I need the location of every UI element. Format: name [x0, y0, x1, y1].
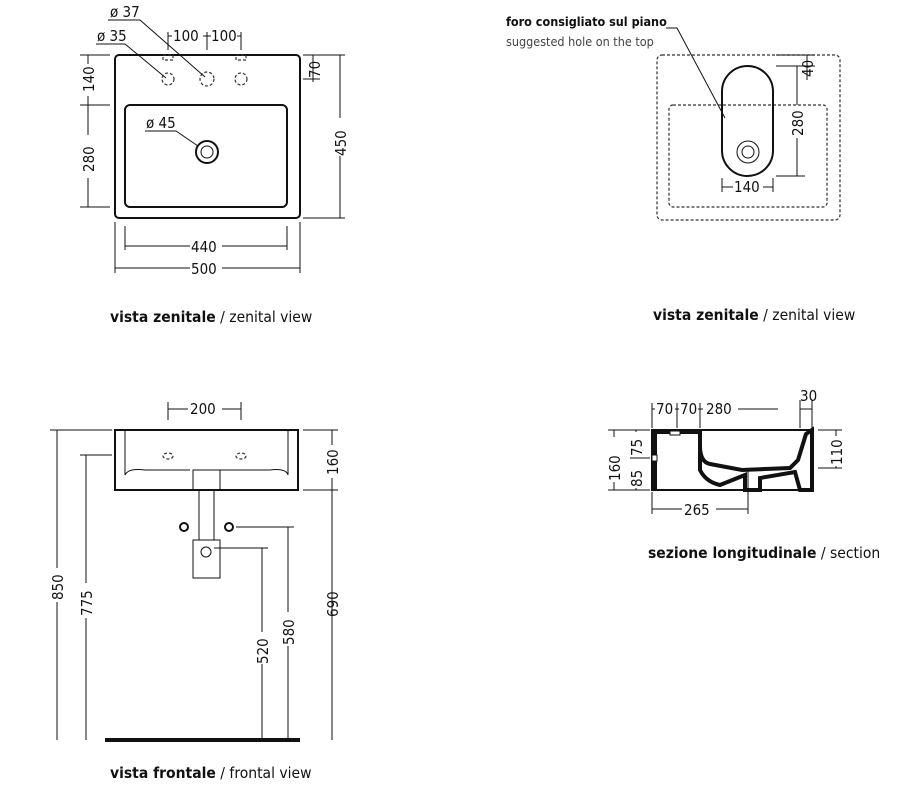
caption-section: sezione longitudinale / section [648, 544, 880, 562]
drain-inner [200, 145, 214, 159]
section-wall [698, 426, 814, 492]
dim-520: 520 [254, 638, 272, 664]
note-italian: foro consigliato sul piano [506, 14, 667, 29]
drain-inner [741, 145, 755, 159]
overflow-right [235, 54, 247, 61]
top-view-hole: foro consigliato sul piano suggested hol… [506, 14, 855, 324]
drawing-line [80, 54, 110, 208]
drawing-line [200, 546, 212, 558]
water-inlet-left [179, 522, 189, 532]
caption-part: sezione longitudinale [648, 544, 816, 562]
leader-35 [96, 43, 167, 79]
dim-450: 450 [332, 130, 350, 156]
dim-280: 280 [789, 110, 807, 136]
drawing-line [114, 222, 301, 273]
bottle-trap [192, 539, 221, 579]
basin-front [114, 429, 299, 491]
drain-icon [195, 140, 219, 164]
tap-hole-center [199, 71, 215, 87]
tap-hole-left [161, 72, 175, 86]
drawing-line [608, 429, 842, 491]
dim-140: 140 [734, 178, 760, 196]
drawing-line [192, 469, 221, 491]
dim-75: 75 [628, 439, 646, 456]
dim-dia37: ø 37 [110, 3, 140, 21]
drawing-line [303, 429, 338, 740]
dim-140: 140 [80, 66, 98, 92]
dim-100-left: 100 [173, 27, 199, 45]
dim-690: 690 [324, 591, 342, 617]
drawing-line [721, 178, 774, 192]
caption-part: / [816, 544, 830, 562]
caption-top-view-hole: vista zenitale / zenital view [653, 306, 855, 324]
dim-70: 70 [306, 61, 324, 78]
dim-30: 30 [800, 387, 817, 405]
drawing-line [162, 452, 174, 460]
caption-part: / [759, 306, 773, 324]
leader-45 [145, 130, 199, 147]
caption-part: zenital view [229, 308, 312, 326]
dim-110: 110 [828, 439, 846, 465]
countertop-outline [656, 54, 841, 221]
basin-outline [114, 54, 301, 219]
dim-70-left: 70 [656, 400, 673, 418]
overflow-left [162, 54, 174, 61]
dim-100-right: 100 [211, 27, 237, 45]
caption-part: / [216, 764, 230, 782]
note-english: suggested hole on the top [506, 34, 654, 49]
dim-dia45: ø 45 [146, 114, 176, 132]
dim-775: 775 [78, 590, 96, 616]
basin-bowl [124, 104, 288, 208]
dim-280: 280 [706, 400, 732, 418]
dim-280-left: 280 [80, 146, 98, 172]
caption-top-view: vista zenitale / zenital view [110, 308, 312, 326]
caption-front-view: vista frontale / frontal view [110, 764, 312, 782]
dim-dia35: ø 35 [97, 27, 127, 45]
water-inlet-right [224, 522, 234, 532]
front-view: 200 160 690 850 775 580 520 vista fronta… [49, 400, 342, 782]
caption-part: frontal view [229, 764, 311, 782]
tap-hole-right [234, 72, 248, 86]
leader-37 [108, 19, 206, 78]
caption-part: vista frontale [110, 764, 216, 782]
bowl-hidden [124, 430, 289, 476]
drain-icon [736, 140, 760, 164]
leader-hole [666, 27, 726, 119]
dim-160: 160 [606, 455, 624, 481]
drawing-line [50, 429, 112, 740]
caption-part: / [216, 308, 230, 326]
drawing-line [303, 54, 345, 219]
section-view: 70 70 280 30 160 75 85 110 265 sezione l… [606, 387, 880, 562]
drawing-line [214, 526, 294, 740]
caption-part: zenital view [772, 306, 855, 324]
dim-70-right: 70 [680, 400, 697, 418]
suggested-hole [721, 65, 774, 177]
dim-580: 580 [280, 619, 298, 645]
drawing-line [651, 470, 749, 514]
caption-part: vista zenitale [653, 306, 759, 324]
dim-850: 850 [49, 574, 67, 600]
top-view: ø 37 ø 35 ø 45 100 100 140 280 70 450 44… [80, 3, 350, 326]
dim-85: 85 [628, 470, 646, 487]
drawing-line [235, 452, 247, 460]
caption-part: vista zenitale [110, 308, 216, 326]
dim-500: 500 [191, 260, 217, 278]
drawing-line [652, 430, 700, 490]
drawing-line [167, 32, 242, 50]
caption-part: section [830, 544, 880, 562]
dim-200: 200 [190, 400, 216, 418]
dim-440: 440 [191, 238, 217, 256]
drawing-line [776, 54, 815, 177]
drawing-line [651, 454, 658, 462]
countertop-inner [668, 104, 828, 208]
siphon-pipe [198, 489, 215, 541]
dim-160: 160 [324, 449, 342, 475]
drawing-line [651, 400, 813, 428]
drawing-line [669, 430, 681, 436]
drawing-line [167, 402, 242, 420]
dim-40: 40 [799, 60, 817, 77]
dim-265: 265 [684, 501, 710, 519]
